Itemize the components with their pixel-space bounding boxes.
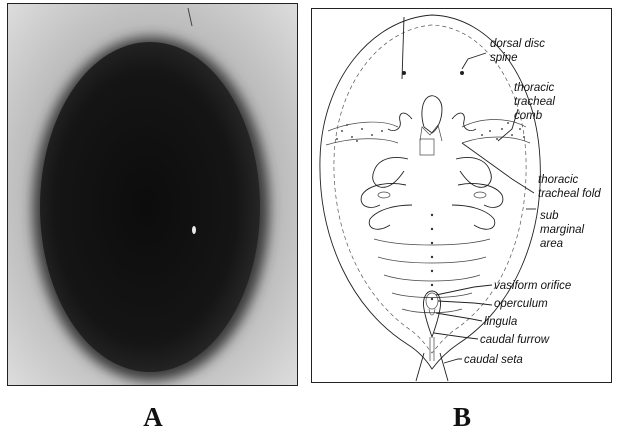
specimen-photo [8, 4, 297, 385]
median-pores [431, 214, 433, 300]
label-sub: sub [540, 210, 559, 222]
label-area: area [540, 238, 563, 250]
label-thoracic-fold-2: tracheal fold [538, 188, 601, 200]
mouthparts [422, 96, 442, 133]
caudal-furrow-shape [430, 337, 434, 361]
spine-base-left [402, 71, 406, 75]
leg-1-right [456, 158, 491, 188]
lingula-shape [429, 309, 435, 315]
leg-3-right [452, 205, 495, 229]
photo-panel-a [7, 3, 298, 386]
caudal-seta-left [416, 353, 424, 381]
specimen-highlight [192, 226, 196, 234]
label-thoracic-fold-1: thoracic [538, 174, 579, 186]
abdominal-segments [374, 239, 490, 313]
leg-1-left [373, 158, 408, 188]
label-vasiform-orifice: vasiform orifice [494, 280, 571, 292]
claw-right [474, 192, 486, 198]
label-dorsal-disc: dorsal disc [490, 38, 545, 50]
dorsal-spine [402, 17, 404, 79]
diagram-svg: dorsal disc spine thoracic tracheal comb… [312, 9, 611, 382]
diagram-panel-b: dorsal disc spine thoracic tracheal comb… [311, 8, 612, 383]
label-lingula: lingula [484, 316, 517, 328]
label-caudal-furrow: caudal furrow [480, 334, 550, 346]
panel-label-a: A [133, 402, 173, 433]
leg-3-left [369, 205, 412, 229]
label-operculum: operculum [494, 298, 548, 310]
antenna-left [388, 113, 412, 131]
tracheal-comb-left [326, 122, 398, 145]
label-thoracic-comb-3: comb [514, 110, 543, 122]
caudal-seta-right [440, 353, 448, 381]
antenna-right [452, 113, 476, 131]
label-thoracic-comb-2: tracheal [514, 96, 555, 108]
label-marginal: marginal [540, 224, 585, 236]
claw-left [378, 192, 390, 198]
panel-label-b: B [442, 402, 482, 433]
rostrum [420, 125, 442, 141]
label-caudal-seta: caudal seta [464, 354, 523, 366]
spine-base-right [460, 71, 464, 75]
tracheal-comb-right [462, 120, 530, 144]
label-thoracic-comb-1: thoracic [514, 82, 555, 94]
rostrum-base [420, 139, 434, 155]
specimen-body [40, 42, 260, 372]
label-spine: spine [490, 52, 518, 64]
